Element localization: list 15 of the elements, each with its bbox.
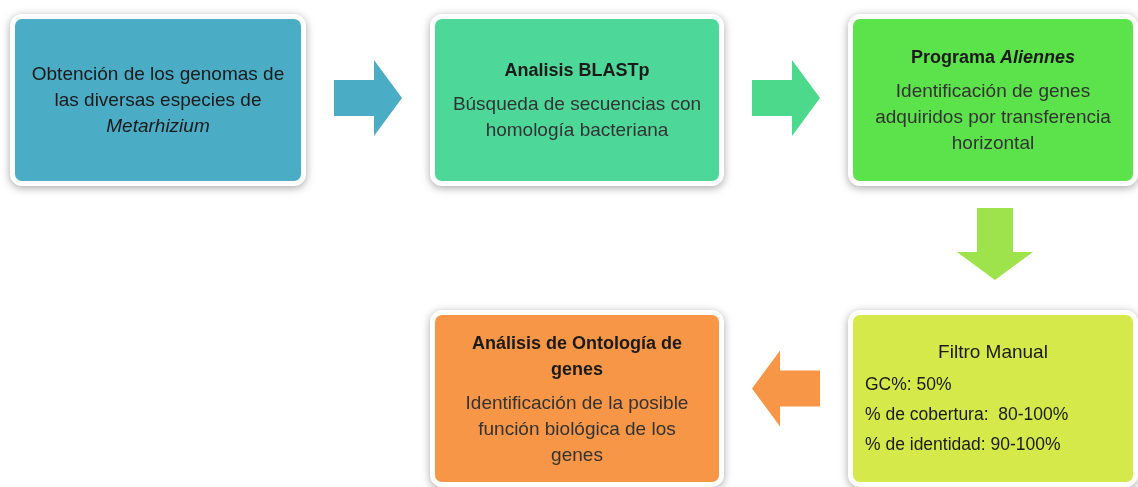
box-text: Identificación de la posible función biológica de los genes	[464, 390, 690, 467]
box-heading: Programa Aliennes	[909, 46, 1077, 69]
box-text: Identificación de genes adquiridos por transferencia horizontal	[874, 79, 1112, 155]
box-text: GC%: 50%	[864, 372, 953, 396]
block-arrow	[334, 60, 402, 136]
box-text: % de identidad: 90-100%	[864, 432, 1062, 456]
box-text: Búsqueda de secuencias con homología bacteriana	[451, 92, 703, 142]
box-heading: Filtro Manual	[937, 339, 1049, 364]
box-text: % de cobertura: 80-100%	[864, 402, 1070, 426]
block-arrow	[752, 60, 820, 136]
block-arrow	[752, 350, 820, 427]
block-arrow	[957, 208, 1033, 280]
box-text: Obtención de los genomas de las diversas especies de Metarhizium	[30, 62, 286, 138]
box-heading: Analisis BLASTp	[503, 59, 651, 82]
box-heading: Análisis de Ontología de genes	[470, 331, 683, 381]
